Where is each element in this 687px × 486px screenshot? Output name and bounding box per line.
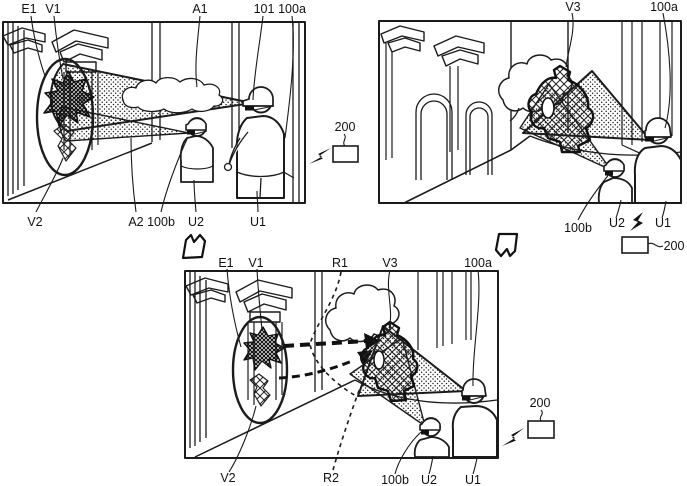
label-p1-200: 200 (335, 120, 356, 134)
device-200-icon-3 (502, 409, 555, 446)
lightning-icon (630, 212, 643, 231)
panel-border-3 (184, 270, 499, 459)
transition-arrow-right-icon (494, 232, 519, 258)
leader-lines-panel2 (565, 12, 671, 221)
device-200-icon-2 (621, 212, 664, 254)
label-p3-100b: 100b (381, 473, 409, 486)
v3-arm-gap (541, 97, 555, 119)
virtual-figure-v1-b (243, 326, 285, 371)
label-p3-u1: U1 (465, 473, 481, 486)
label-p1-100b: 100b (147, 215, 175, 229)
label-p1-v2: V2 (27, 215, 42, 229)
label-p3-e1: E1 (218, 256, 233, 270)
label-p2-u1: U1 (655, 216, 671, 230)
labels: E1 V1 A1 101 100a V2 A2 100b U2 U1 200 V… (21, 0, 684, 486)
panel-border-2 (378, 20, 682, 204)
label-p2-200: 200 (664, 239, 685, 253)
highlight-oval (35, 57, 95, 177)
worker-u2-figure (179, 117, 214, 183)
virtual-figure-v1 (43, 70, 95, 127)
transition-arrow-left-icon (181, 233, 207, 260)
highlight-oval-2 (231, 315, 289, 425)
label-p3-r2: R2 (323, 471, 339, 485)
label-p2-v3: V3 (565, 0, 580, 14)
worker-u1-figure (223, 86, 285, 199)
label-p2-100b: 100b (564, 221, 592, 235)
lightning-icon (309, 148, 331, 164)
label-p1-100a: 100a (278, 2, 306, 16)
annotation-cloud-a1 (121, 76, 224, 114)
label-p3-100a: 100a (464, 256, 492, 270)
panel-border (2, 21, 306, 204)
device-200-icon-1 (309, 133, 359, 164)
label-p3-u2: U2 (421, 473, 437, 486)
label-p2-100a: 100a (650, 0, 678, 14)
label-p3-r1: R1 (332, 256, 348, 270)
label-p1-a1: A1 (192, 2, 207, 16)
virtual-figure-v2 (53, 123, 77, 162)
label-p3-v3: V3 (382, 256, 397, 270)
label-p1-u2: U2 (188, 215, 204, 229)
label-p3-v2: V2 (220, 471, 235, 485)
lightning-icon (502, 428, 524, 446)
label-p1-101: 101 (254, 2, 275, 16)
worker-u1-figure-3 (451, 378, 498, 458)
v3-arm-gap-2 (373, 350, 385, 370)
label-p1-u1: U1 (250, 215, 266, 229)
virtual-figure-v3-b (360, 320, 419, 403)
label-p1-e1: E1 (21, 2, 36, 16)
route-line-r1 (309, 271, 357, 397)
virtual-figure-v2-b (249, 373, 271, 407)
panel-top-left (2, 15, 306, 213)
label-p3-200: 200 (530, 396, 551, 410)
label-p1-v1: V1 (45, 2, 60, 16)
route-line-r2 (332, 387, 361, 471)
virtual-figure-v3 (527, 64, 595, 154)
label-p2-u2: U2 (609, 216, 625, 230)
panel-bottom (184, 268, 499, 475)
panel-top-right (378, 12, 682, 221)
label-p3-v1: V1 (248, 256, 263, 270)
worker-u2-figure-2 (597, 158, 633, 204)
label-p1-a2: A2 (128, 215, 143, 229)
worker-u2-figure-3 (413, 417, 450, 458)
worker-u1-figure-2 (633, 117, 682, 204)
